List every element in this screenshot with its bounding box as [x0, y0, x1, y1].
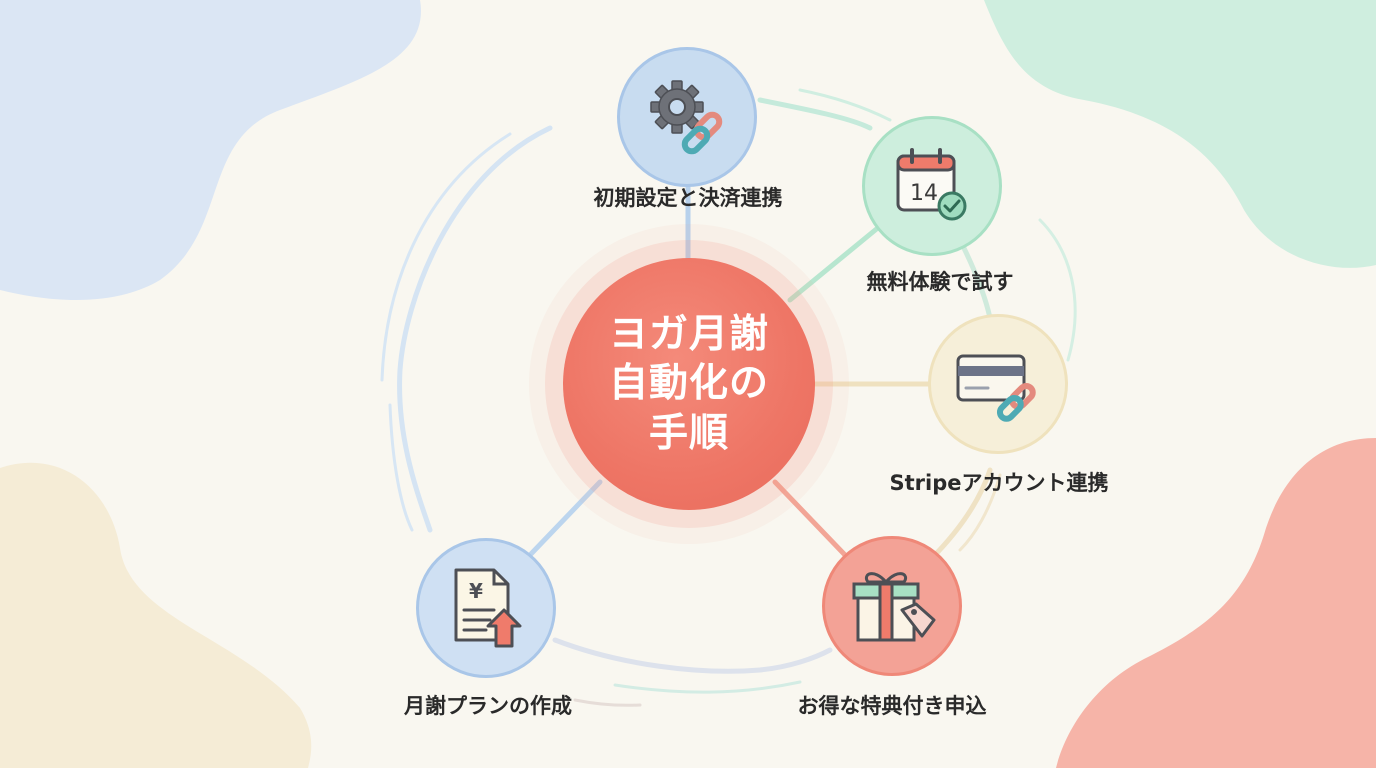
- credit-card-link-icon: [956, 354, 1036, 422]
- step-node-initial-setup[interactable]: [617, 47, 757, 187]
- step-node-special-offer[interactable]: [822, 536, 962, 676]
- background-blob-green: [984, 0, 1376, 268]
- step-label-stripe-account: Stripeアカウント連携: [889, 471, 1109, 495]
- svg-text:¥: ¥: [469, 579, 483, 603]
- yen-document-upload-icon: ¥: [454, 568, 522, 648]
- step-node-monthly-plan[interactable]: ¥: [416, 538, 556, 678]
- step-label-initial-setup: 初期設定と決済連携: [593, 186, 783, 210]
- background-blob-red: [1056, 438, 1376, 768]
- step-node-free-trial[interactable]: 14: [862, 116, 1002, 256]
- central-hub: ヨガ月謝 自動化の 手順: [563, 258, 815, 510]
- step-label-free-trial: 無料体験で試す: [866, 270, 1014, 294]
- gear-link-icon: [650, 80, 723, 155]
- step-label-monthly-plan: 月謝プランの作成: [404, 694, 572, 718]
- gift-tag-icon: [852, 572, 936, 642]
- calendar-number: 14: [910, 181, 938, 206]
- step-node-stripe-link[interactable]: [928, 314, 1068, 454]
- calendar-check-icon: 14: [896, 148, 967, 221]
- hub-title: ヨガ月謝 自動化の 手順: [608, 312, 769, 456]
- background-blob-cream: [0, 462, 312, 768]
- background-blob-blue: [0, 0, 421, 300]
- step-label-special-offer: お得な特典付き申込: [797, 694, 987, 718]
